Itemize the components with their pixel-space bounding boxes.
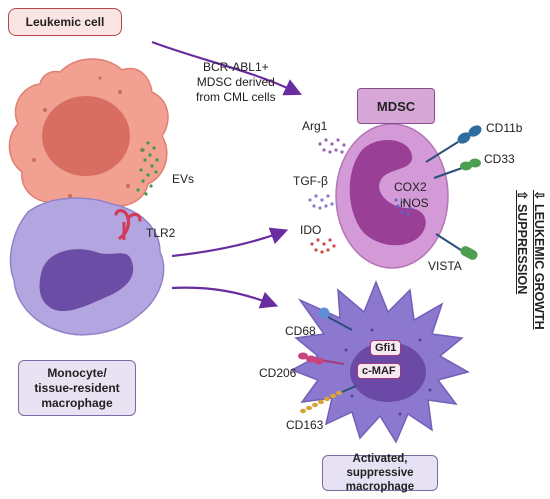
cmaf-tag: c-MAF (357, 363, 401, 379)
vesicle-icon (136, 141, 159, 196)
mdsc-cell-icon (335, 123, 449, 269)
cd68-label: CD68 (285, 324, 316, 338)
cd68-receptor-icon (318, 307, 353, 331)
cd206-label: CD206 (259, 366, 297, 380)
bcr-line-1: BCR-ABL1+ (202, 60, 269, 74)
side-line-1: ⇩ LEUKEMIC GROWTH (532, 190, 546, 330)
bcr-line-2: MDSC derived (196, 75, 275, 89)
side-line-2: ⇧ SUPPRESSION (515, 190, 529, 295)
cd163-label: CD163 (286, 418, 324, 432)
cox2-label: COX2 (394, 180, 427, 194)
leukemic-cell-icon (8, 58, 169, 216)
monocyte-line-3: macrophage (41, 395, 113, 410)
side-effect-caption: ⇩ LEUKEMIC GROWTH ⇧ SUPPRESSION (513, 190, 547, 330)
cd163-receptor-icon (300, 385, 357, 414)
monocyte-label-box: Monocyte/ tissue-resident macrophage (18, 360, 136, 416)
arg1-dots (318, 138, 346, 154)
vista-receptor-icon (435, 233, 478, 260)
activated-macrophage-label-box: Activated, suppressive macrophage (322, 453, 438, 493)
cd33-receptor-icon (433, 158, 481, 179)
monocyte-line-2: tissue-resident (34, 380, 120, 395)
inos-label: iNOS (400, 196, 429, 210)
tgfb-dots (308, 194, 334, 210)
bcr-abl-caption: BCR-ABL1+ MDSC derived from CML cells (196, 60, 276, 105)
receptor-icon (114, 208, 142, 240)
tlr2-label: TLR2 (146, 226, 176, 240)
mdsc-label: MDSC (376, 98, 416, 114)
vista-label: VISTA (428, 259, 462, 273)
cd11b-receptor-icon (425, 125, 482, 163)
cd206-receptor-icon (298, 352, 345, 365)
ido-label: IDO (300, 223, 322, 237)
evs-label: EVs (172, 172, 195, 186)
leukemic-cell-label-box: Leukemic cell (8, 8, 122, 36)
activated-line-2: macrophage (345, 481, 415, 493)
bcr-line-3: from CML cells (196, 90, 276, 104)
arrow-to-macrophage (171, 286, 279, 309)
arrow-to-mdsc (151, 40, 302, 96)
cd33-label: CD33 (484, 152, 515, 166)
monocyte-line-1: Monocyte/ (47, 365, 107, 380)
gfi1-tag: Gfi1 (370, 340, 402, 356)
ido-dots (310, 238, 336, 254)
arg1-label: Arg1 (302, 119, 328, 133)
arrow-to-mdsc-lower (171, 227, 289, 258)
activated-line-1: Activated, suppressive (346, 453, 414, 479)
cd11b-label: CD11b (486, 121, 523, 135)
mdsc-label-box: MDSC (357, 88, 435, 124)
leukemic-cell-label: Leukemic cell (25, 15, 105, 29)
tgfb-label: TGF-β (293, 174, 328, 188)
